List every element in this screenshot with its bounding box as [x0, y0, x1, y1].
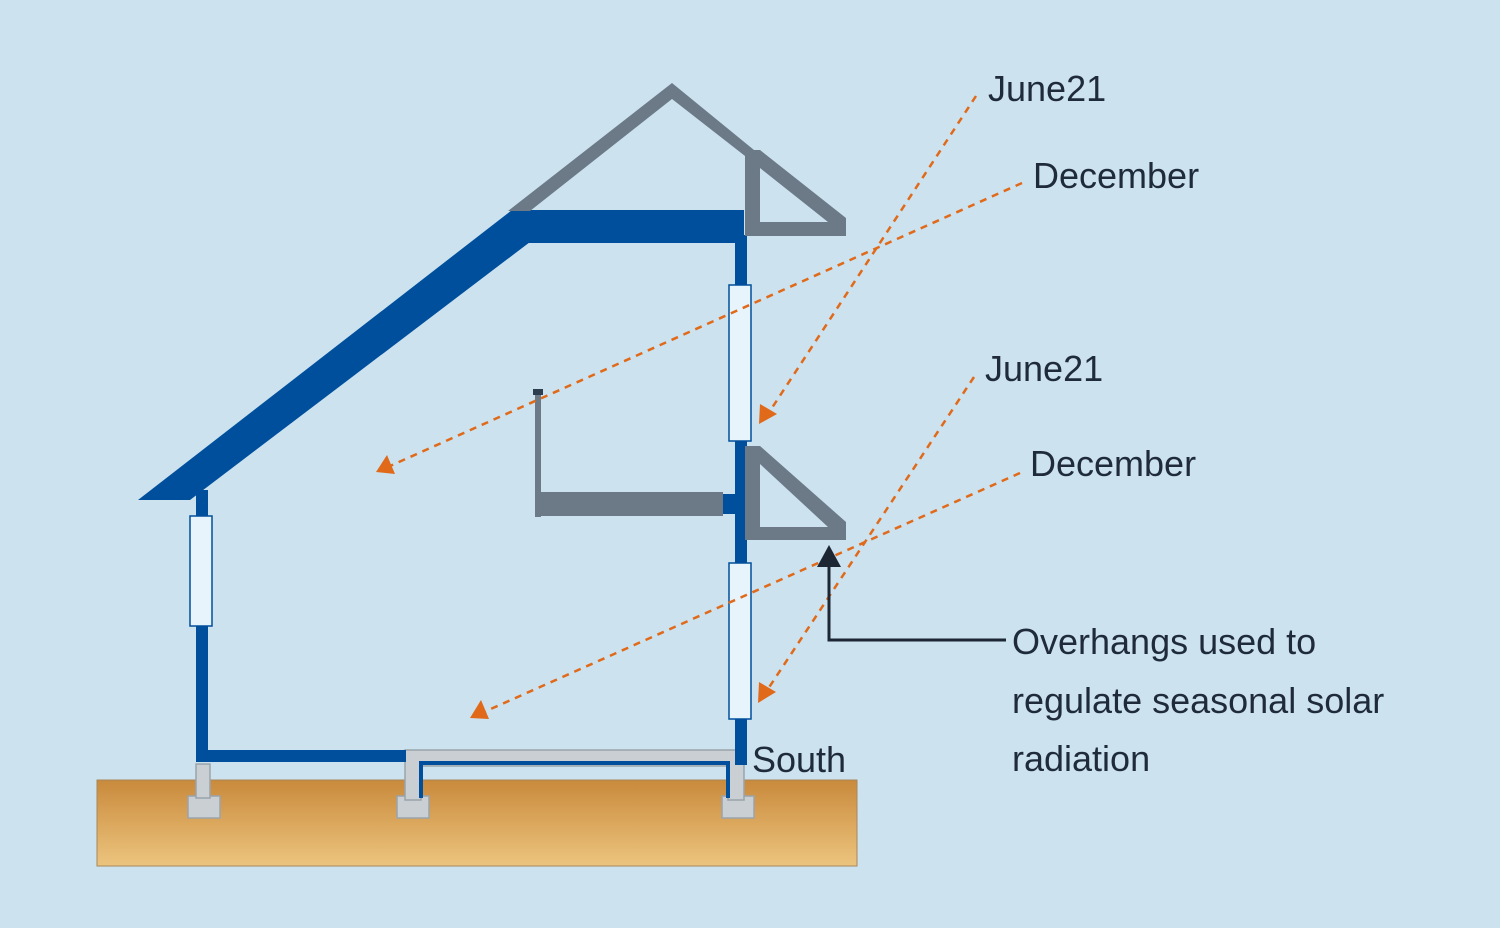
floor: [196, 750, 406, 762]
callout-line-3: radiation: [1012, 738, 1150, 779]
overhangs: [508, 83, 846, 540]
north-window: [189, 515, 213, 627]
windows: [189, 284, 752, 720]
interior-shelf-cap: [533, 389, 543, 395]
callout-line-2: regulate seasonal solar: [1012, 680, 1384, 721]
south-label: South: [752, 739, 846, 780]
upper-december-label: December: [1033, 155, 1199, 196]
lower-december-ray: [483, 471, 1021, 714]
lower-december-ray-arrowhead: [470, 700, 489, 719]
lower-june-label: June21: [985, 348, 1103, 389]
footings: [187, 763, 755, 819]
callout-line-1: Overhangs used to: [1012, 621, 1316, 662]
roof-truss: [508, 83, 754, 211]
upper-december-ray-arrowhead: [376, 455, 395, 474]
slab-insulation-line: [419, 761, 730, 798]
upper-june-ray-arrowhead: [759, 404, 777, 424]
footing-post-left: [195, 763, 211, 799]
upper-overhang: [745, 150, 846, 236]
upper-december-ray: [389, 181, 1023, 468]
house-structure: [138, 210, 747, 765]
shelf-connector: [723, 494, 737, 514]
ceiling-beam: [512, 210, 744, 243]
lower-overhang: [745, 446, 846, 540]
interior-shelf-post: [535, 393, 541, 517]
callout-arrow: [817, 545, 1006, 642]
callout-leader-line: [827, 562, 1006, 642]
lower-december-label: December: [1030, 443, 1196, 484]
south-window-lower: [728, 562, 752, 720]
footing-left: [187, 795, 221, 819]
south-window-upper: [728, 284, 752, 442]
interior-shelf: [537, 492, 723, 516]
sun-rays: [376, 95, 1023, 719]
lower-june-ray-arrowhead: [758, 682, 776, 703]
lower-june-ray: [764, 376, 976, 693]
callout-arrowhead: [817, 545, 841, 567]
sloped-roof: [138, 210, 530, 500]
callout-text: Overhangs used to regulate seasonal sola…: [1012, 621, 1394, 779]
upper-june-label: June21: [988, 68, 1106, 109]
upper-june-ray: [766, 95, 978, 415]
